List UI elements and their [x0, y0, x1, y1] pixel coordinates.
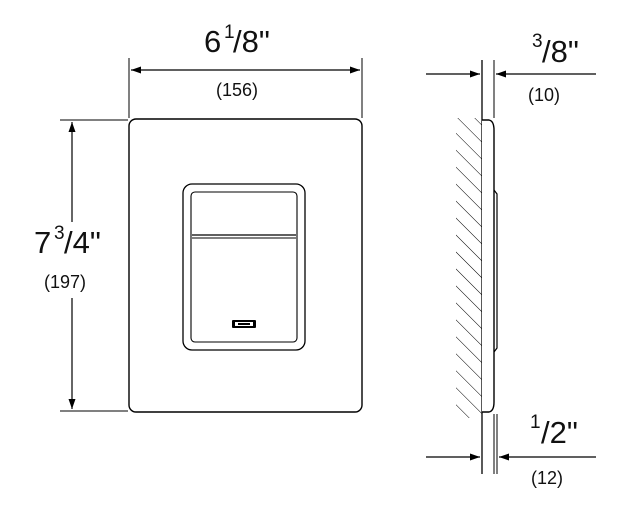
width-mm: (156)	[216, 80, 258, 100]
height-dimension: 7 3 /4" (197)	[28, 119, 128, 412]
plate-profile	[482, 119, 495, 413]
depth-bottom-numerator: 1	[530, 412, 541, 433]
depth-bottom-dimension: 1 /2" (12)	[426, 412, 596, 488]
depth-top-mm: (10)	[528, 85, 560, 105]
depth-bottom-denominator: /2"	[541, 415, 578, 450]
depth-top-dimension: 3 /8" (10)	[426, 31, 596, 105]
flush-plate-outline	[128, 118, 363, 413]
width-dimension: 6 1 /8" (156)	[128, 22, 363, 118]
actuator-frame-inner	[190, 191, 298, 343]
depth-bottom-mm: (12)	[531, 468, 563, 488]
actuator-frame-outer	[182, 183, 306, 351]
width-inch-whole: 6	[204, 24, 221, 59]
depth-top-numerator: 3	[532, 31, 543, 52]
height-inch-whole: 7	[34, 225, 51, 260]
front-view: 6 1 /8" (156) 7 3 /4" (197)	[28, 22, 363, 413]
wall-hatch	[456, 118, 482, 418]
height-mm: (197)	[44, 272, 86, 292]
height-inch-denominator: /4"	[64, 225, 101, 260]
brand-logo	[232, 320, 256, 328]
width-inch-denominator: /8"	[233, 24, 270, 59]
side-view: 3 /8" (10) 1 /2" (12)	[426, 31, 596, 488]
width-inch-numerator: 1	[224, 22, 235, 43]
height-inch-numerator: 3	[54, 223, 65, 244]
depth-top-denominator: /8"	[542, 34, 579, 69]
button-profile	[493, 189, 498, 353]
